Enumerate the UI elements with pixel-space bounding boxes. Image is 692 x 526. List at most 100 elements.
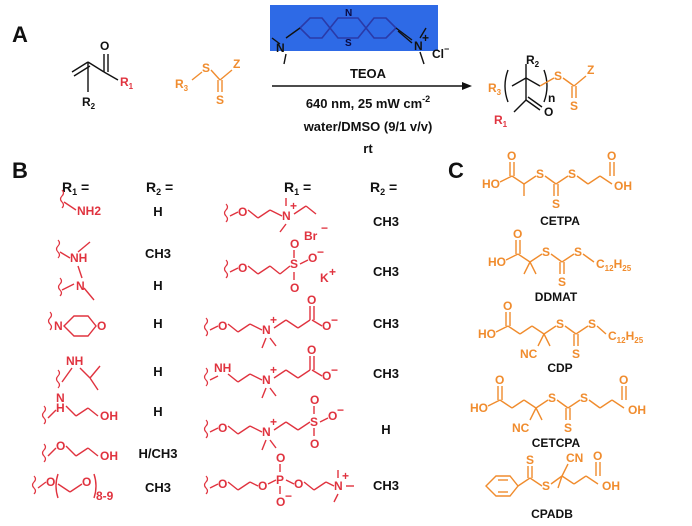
right-r1-sulfopropyl: O S O O O − K + — [223, 237, 336, 295]
right-r1-sulfobetaine: O N + S O O O − — [203, 393, 344, 451]
catalyst-n-ring: N — [345, 8, 352, 19]
right-r1-4-o-top: O — [307, 343, 316, 357]
right-r1-5-o-top: O — [310, 393, 319, 407]
left-r2-2: CH3 — [145, 246, 171, 261]
right-r1-5-n: N — [262, 425, 271, 439]
cta-name-cpadb: CPADB — [531, 507, 573, 521]
right-r2-2: CH3 — [373, 264, 399, 279]
right-r1-6-o3: O — [294, 477, 303, 491]
left-r1-nh2: NH2 — [59, 189, 101, 218]
product-polymer-structure: R3 R2 n S Z S O R1 — [488, 53, 594, 129]
cdp-ho: HO — [478, 327, 496, 341]
cpadb-oh: OH — [602, 479, 620, 493]
cdp-alkyl: C12H25 — [608, 329, 644, 345]
left-r1-ethanolamine-h: H — [56, 401, 65, 415]
right-r1-2-o-bottom: O — [290, 281, 299, 295]
header-right-r2: R2 = — [370, 179, 397, 197]
product-r2: R2 — [526, 53, 540, 69]
right-r1-3-n: N — [262, 323, 271, 337]
left-r1-ethanolamine: N H OH — [41, 391, 118, 425]
right-r1-phosphorylcholine: O O P O O − O N + — [203, 451, 354, 509]
left-r1-nh2-text: NH2 — [77, 204, 101, 218]
product-n: n — [548, 91, 555, 105]
cetcpa-s3: S — [580, 391, 588, 405]
ddmat-o: O — [513, 227, 522, 241]
right-r1-6-n: N — [334, 479, 343, 493]
raft-z: Z — [233, 57, 240, 71]
condition-temperature: rt — [363, 141, 373, 156]
panel-label-a: A — [12, 22, 28, 47]
right-r1-3-plus: + — [270, 313, 277, 327]
left-r1-peg-o1: O — [46, 475, 55, 489]
left-r1-dimethylamine-text: N — [76, 279, 85, 293]
ddmat-alkyl: C12H25 — [596, 257, 632, 273]
left-r1-morpholine-n: N — [54, 319, 63, 333]
cdp-nc: NC — [520, 347, 538, 361]
left-r1-methylamine-text: NH — [70, 251, 87, 265]
catalyst-n-left: N — [276, 41, 285, 55]
right-r1-4-o-minus: O — [322, 369, 331, 383]
left-r1-peg-sub: 8-9 — [96, 489, 114, 503]
right-r1-2-s: S — [290, 257, 298, 271]
cdp-s1: S — [556, 317, 564, 331]
left-r1-ethanolamine-oh: OH — [100, 409, 118, 423]
header-left-r2: R2 = — [146, 179, 173, 197]
left-r2-6: H — [153, 404, 162, 419]
cetpa-s1: S — [536, 167, 544, 181]
right-r1-2-o-top: O — [290, 237, 299, 251]
left-r1-morpholine: N O — [47, 311, 106, 337]
cdp-o: O — [503, 299, 512, 313]
cetcpa-o: O — [495, 373, 504, 387]
right-r1-1-n: N — [282, 209, 291, 223]
right-r2-6: CH3 — [373, 478, 399, 493]
catalyst-s-ring: S — [345, 38, 352, 49]
left-r1-peg-o2: O — [82, 475, 91, 489]
right-r1-1-o: O — [238, 205, 247, 219]
cta-name-cetcpa: CETCPA — [532, 436, 581, 450]
left-r1-hydroxyethyl: O OH — [41, 439, 118, 463]
cpadb-cn: CN — [566, 451, 583, 465]
cetpa-o: O — [507, 149, 516, 163]
raft-s2: S — [216, 93, 224, 107]
right-r1-2-o-minus: − — [317, 245, 324, 259]
left-r2-8: CH3 — [145, 480, 171, 495]
left-r2-5: H — [153, 364, 162, 379]
right-r1-5-minus: − — [337, 403, 344, 417]
cetcpa-s2: S — [564, 421, 572, 435]
right-r1-carboxybetaine-amide: NH N + O O − — [203, 343, 338, 399]
right-r1-6-plus: + — [342, 469, 349, 483]
right-r1-6-o-top: O — [276, 451, 285, 465]
cetcpa-o2: O — [619, 373, 628, 387]
left-r1-peg: O O 8-9 — [31, 473, 114, 503]
right-r2-1: CH3 — [373, 214, 399, 229]
catalyst-n-plus: + — [422, 31, 429, 45]
right-r1-2-k: K — [320, 271, 329, 285]
right-r1-3-o-top: O — [307, 293, 316, 307]
right-r1-ammonium-bromide: O N + Br − — [223, 198, 328, 243]
ddmat-ho: HO — [488, 255, 506, 269]
cetpa-s2: S — [552, 197, 560, 211]
right-r1-6-o-bottom: O — [276, 495, 285, 509]
right-r1-1-plus: + — [290, 199, 297, 213]
left-r2-4: H — [153, 316, 162, 331]
methylene-blue-catalyst: N S N N + Cl− — [270, 5, 449, 65]
condition-light: 640 nm, 25 mW cm-2 — [306, 94, 430, 111]
left-r1-ethanolamine-nh: N — [56, 391, 65, 405]
cetcpa-s1: S — [548, 391, 556, 405]
ddmat-s1: S — [542, 245, 550, 259]
product-s2: S — [570, 99, 578, 113]
left-r1-hydroxyethyl-oh: OH — [100, 449, 118, 463]
ddmat-s2: S — [558, 275, 566, 289]
right-r1-5-o-right: O — [328, 409, 337, 423]
left-r1-morpholine-o: O — [97, 319, 106, 333]
right-r1-3-o-minus: O — [322, 319, 331, 333]
left-r1-dimethylamine: N — [57, 265, 95, 301]
reaction-arrowhead — [462, 82, 472, 90]
right-r1-5-o-bottom: O — [310, 437, 319, 451]
cpadb-s1: S — [526, 453, 534, 467]
cetcpa-nc: NC — [512, 421, 530, 435]
left-r1-isopropylamine: NH — [55, 354, 101, 391]
cta-cdp-structure: HO O NC S S S C12H25 — [478, 299, 644, 361]
right-r1-carboxybetaine-ester: O N + O O − — [203, 293, 338, 349]
cta-ddmat-structure: HO O S S S C12H25 — [488, 227, 632, 289]
